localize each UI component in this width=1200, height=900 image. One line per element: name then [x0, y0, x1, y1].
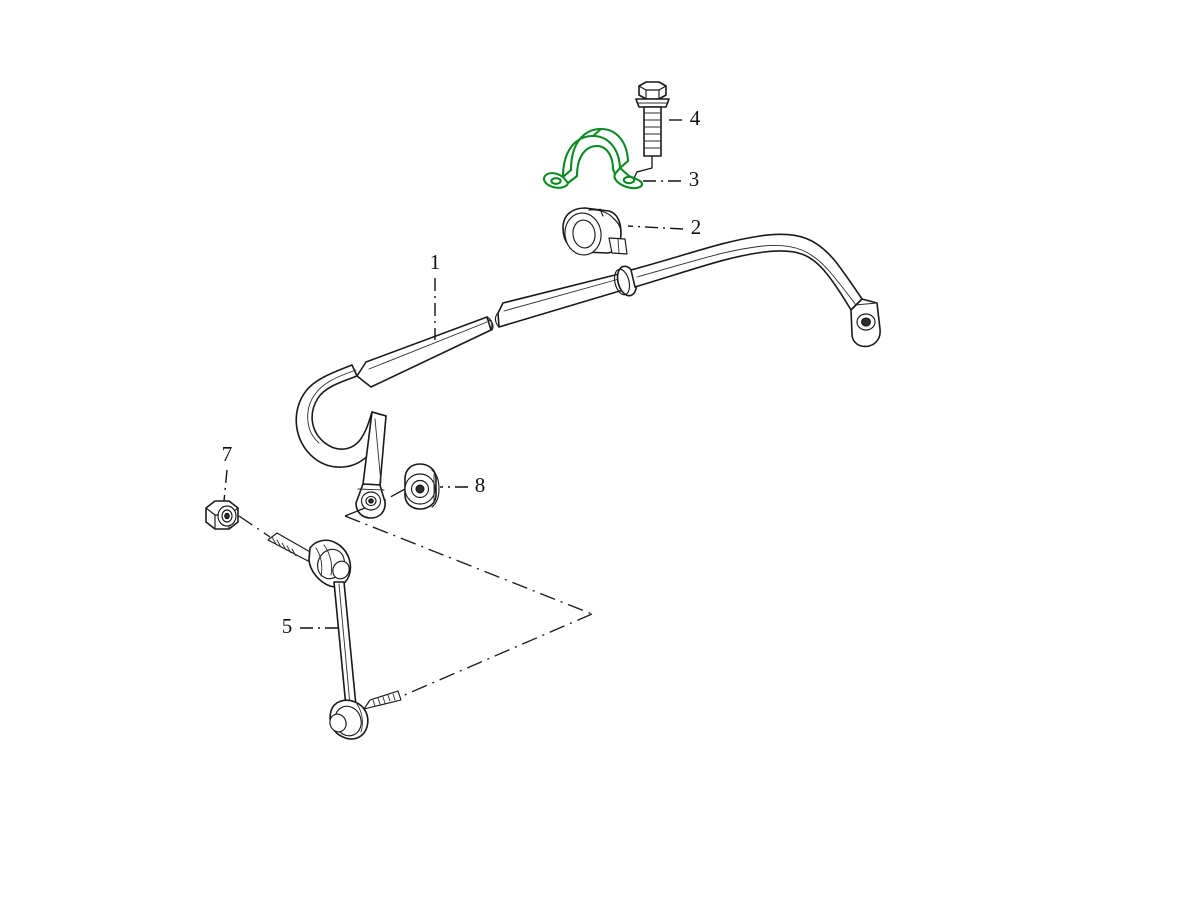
callout-number-5: 5	[282, 614, 293, 638]
part-stabilizer-bushing	[562, 207, 628, 256]
part-flange-bolt	[632, 81, 670, 181]
assembly-relation-lines	[238, 488, 593, 698]
part-bushing-clamp-bracket	[542, 127, 644, 190]
leader-7	[223, 469, 228, 502]
part-drop-link	[267, 532, 402, 740]
callout-number-3: 3	[689, 167, 700, 191]
callout-number-4: 4	[690, 106, 701, 130]
leader-2	[627, 225, 684, 230]
callout-number-1: 1	[430, 250, 441, 274]
callout-numbers: 1 2 3 4 5 7 8	[222, 106, 702, 638]
part-flange-nut	[404, 463, 440, 510]
callout-number-8: 8	[475, 473, 486, 497]
part-hex-lock-nut	[205, 500, 239, 530]
callout-leaders	[223, 119, 684, 629]
callout-number-7: 7	[222, 442, 233, 466]
part-stabilizer-bar	[295, 233, 881, 519]
callout-number-2: 2	[691, 215, 702, 239]
